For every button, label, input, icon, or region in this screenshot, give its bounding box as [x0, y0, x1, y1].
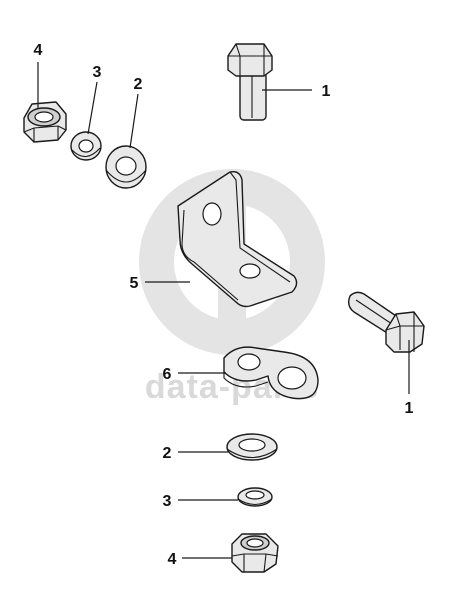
flat-washer-top — [105, 145, 147, 189]
callout-1-top: 1 — [322, 83, 331, 100]
spring-washer-bottom — [237, 487, 273, 507]
hex-nut-bottom — [231, 533, 279, 573]
leader-lines — [37, 62, 410, 559]
callout-2-top: 2 — [134, 76, 143, 93]
callout-2-bottom: 2 — [163, 445, 172, 462]
callout-3-top: 3 — [93, 64, 102, 81]
callout-4-bottom: 4 — [168, 551, 177, 568]
hex-bolt-top — [227, 43, 273, 121]
callout-1-right: 1 — [405, 400, 414, 417]
callout-4-top: 4 — [34, 42, 43, 59]
angle-bracket — [177, 170, 298, 308]
hex-bolt-right — [347, 291, 425, 353]
hex-nut-top — [23, 101, 67, 143]
callout-6: 6 — [163, 366, 172, 383]
flat-washer-bottom — [226, 433, 278, 461]
spring-washer-top — [70, 131, 102, 161]
callout-5: 5 — [130, 275, 139, 292]
callout-3-bottom: 3 — [163, 493, 172, 510]
cable-clamp — [223, 346, 319, 400]
